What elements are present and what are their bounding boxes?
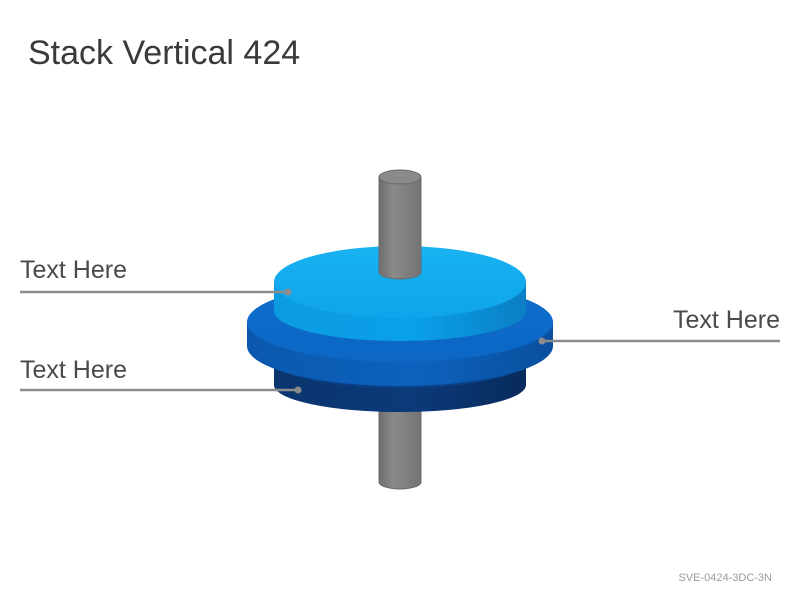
pole-bottom bbox=[378, 399, 422, 490]
disc-top bbox=[274, 246, 526, 341]
pole-top bbox=[378, 169, 422, 280]
page-title: Stack Vertical 424 bbox=[28, 34, 301, 72]
leader-line-bottom-left bbox=[20, 386, 302, 394]
label-right: Text Here bbox=[673, 306, 780, 334]
leader-line-top-left bbox=[20, 288, 292, 296]
footer-code: SVE-0424-3DC-3N bbox=[678, 572, 772, 584]
label-bottom-left: Text Here bbox=[20, 356, 127, 384]
label-top-left: Text Here bbox=[20, 256, 127, 284]
leader-line-right bbox=[538, 337, 780, 345]
